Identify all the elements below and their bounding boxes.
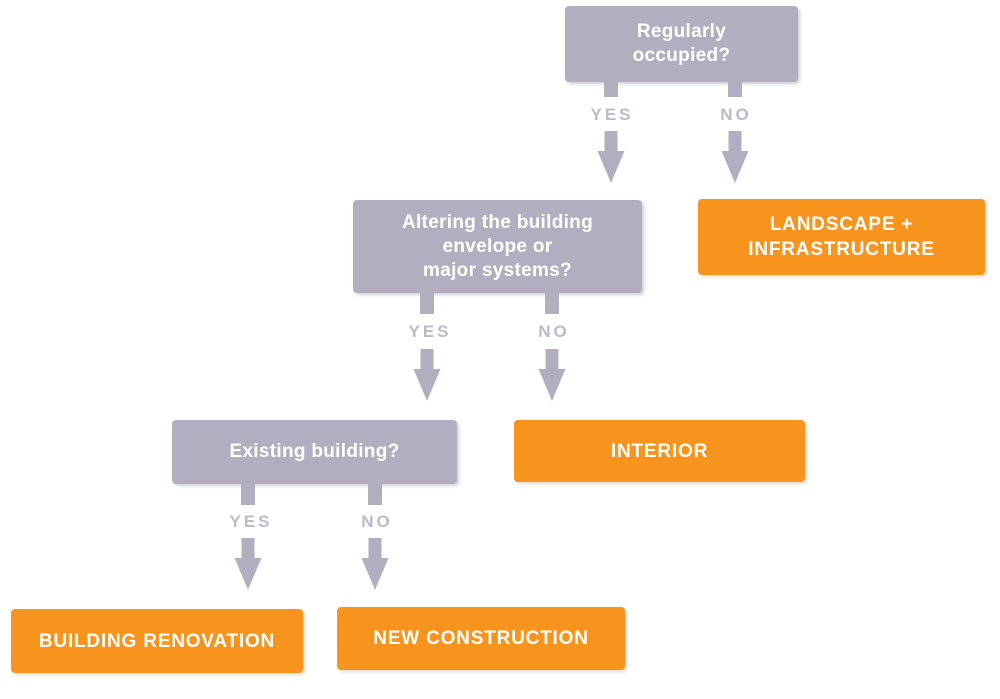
branch-label-yes: YES <box>408 322 452 341</box>
branch-label-no: NO <box>361 512 393 531</box>
branch-label-yes: YES <box>229 512 273 531</box>
connector-stub <box>420 292 434 314</box>
connector-stub <box>368 483 382 505</box>
arrow-down-icon <box>361 538 389 590</box>
arrow-down-icon <box>413 349 441 401</box>
branch-label-no: NO <box>538 322 570 341</box>
connector-stub <box>241 483 255 505</box>
arrow-down-icon <box>538 349 566 401</box>
decision-node-altering-envelope: Altering the building envelope or major … <box>353 200 642 293</box>
connector-stub <box>728 81 742 97</box>
branch-label-no: NO <box>720 105 752 124</box>
decision-node-existing-building: Existing building? <box>172 420 457 484</box>
branch-label-yes: YES <box>590 105 634 124</box>
decision-node-regularly-occupied: Regularly occupied? <box>565 6 798 82</box>
outcome-node-new-construction: NEW CONSTRUCTION <box>337 607 625 670</box>
arrow-down-icon <box>234 538 262 590</box>
arrow-down-icon <box>721 131 749 183</box>
outcome-node-interior: INTERIOR <box>514 420 805 482</box>
connector-stub <box>545 292 559 314</box>
outcome-node-landscape-infrastructure: LANDSCAPE + INFRASTRUCTURE <box>698 199 985 275</box>
connector-stub <box>604 81 618 97</box>
outcome-node-building-renovation: BUILDING RENOVATION <box>11 609 303 673</box>
arrow-down-icon <box>597 131 625 183</box>
